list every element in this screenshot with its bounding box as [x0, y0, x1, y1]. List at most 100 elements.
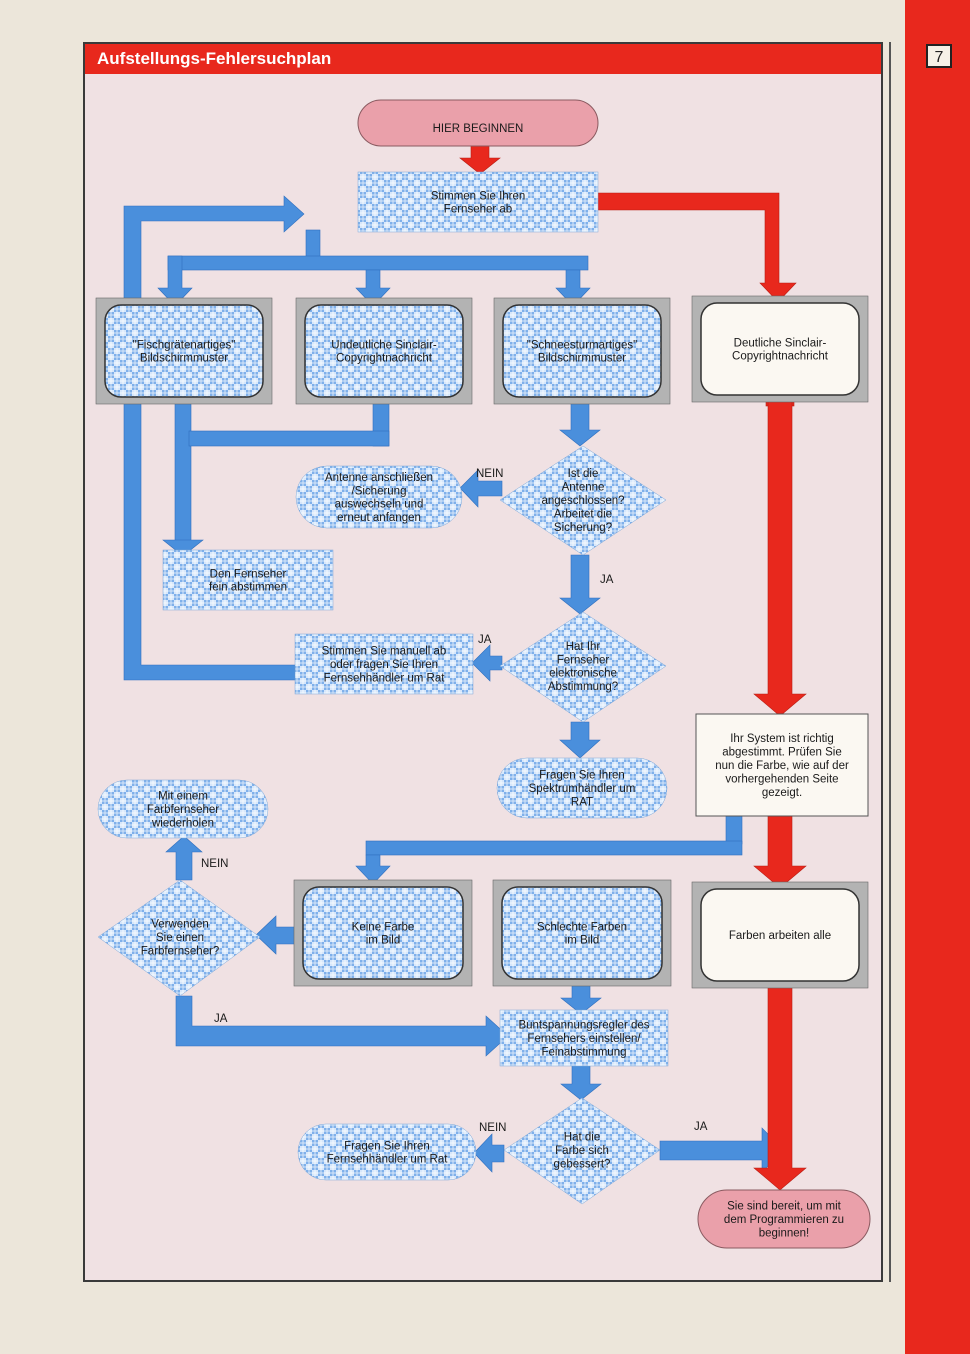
connector-herringbone-down	[174, 401, 192, 543]
flag-nein-improved: NEIN	[479, 1122, 506, 1134]
label-line: Fernseher ab	[444, 204, 512, 216]
label-line: gebessert?	[554, 1158, 611, 1170]
label-line: Farbe sich	[555, 1145, 609, 1157]
frame-rule	[889, 42, 891, 1282]
page-title: Aufstellungs-Fehlersuchplan	[85, 44, 881, 74]
right-edge-bar	[905, 0, 970, 1354]
arrow-color-tv-to-adjust	[175, 995, 509, 1057]
page-number: 7	[926, 44, 952, 68]
label-line: angeschlossen?	[541, 495, 624, 507]
arrow-to-ask-dealer	[473, 1133, 505, 1173]
label-line: Arbeitet die	[554, 508, 612, 520]
label-line: Farben arbeiten alle	[729, 930, 831, 942]
label-snowstorm: "Schneesturmartiges"Bildschirmmuster	[527, 339, 637, 364]
label-line: Stimmen Sie Ihren	[431, 190, 526, 202]
label-line: Copyrightnachricht	[336, 353, 433, 365]
arrow-to-no-color	[355, 854, 391, 885]
node-ready	[697, 1189, 871, 1249]
label-line: fein abstimmen	[209, 582, 287, 594]
connector-system-left	[725, 813, 743, 845]
label-line: Ihr System ist richtig	[730, 733, 834, 745]
arrow-colors-ok-to-ready	[753, 981, 807, 1191]
flag-nein-color-tv: NEIN	[201, 858, 228, 870]
arrow-clear-to-system-ok	[753, 397, 807, 717]
label-line: Antenne	[562, 482, 605, 494]
label-line: Copyrightnachricht	[732, 351, 829, 363]
connector-unclear-join	[188, 430, 390, 447]
node-improved-question	[503, 1097, 661, 1205]
node-color-tv-question	[97, 879, 261, 997]
arrow-to-adjust	[560, 981, 602, 1015]
node-bad-colors	[492, 879, 672, 987]
label-line: Stimmen Sie manuell ab	[322, 646, 447, 658]
arrow-to-connect-antenna	[459, 469, 503, 508]
label-line: wiederholen	[151, 817, 214, 829]
node-fine-tune	[162, 549, 334, 611]
node-unclear-copyright	[295, 297, 473, 405]
arrow-to-snowstorm	[555, 269, 591, 307]
flag-ja-improved: JA	[694, 1121, 708, 1133]
node-ask-dealer	[297, 1123, 477, 1181]
label-line: Sicherung?	[554, 522, 612, 534]
label-start: HIER BEGINNEN	[433, 123, 524, 135]
label-line: Fernsehers einstellen/	[527, 1033, 641, 1045]
arrow-to-color-tv-q	[255, 915, 301, 955]
label-line: Schlechte Farben	[537, 921, 627, 933]
label-line: vorhergehenden Seite	[725, 773, 838, 785]
arrow-system-to-colors-ok	[753, 815, 807, 889]
flag-ja-color-tv: JA	[214, 1013, 228, 1025]
label-line: Antenne anschließen	[325, 472, 433, 484]
label-line: Spektrumhändler um	[529, 783, 636, 795]
arrow-start-to-tune	[459, 145, 501, 175]
arrow-to-herringbone	[157, 255, 193, 307]
label-line: elektronische	[549, 668, 617, 680]
label-line: im Bild	[366, 935, 401, 947]
label-line: beginnen!	[759, 1227, 810, 1239]
label-line: erneut anfangen	[337, 512, 421, 524]
label-line: Farbfernseher	[147, 804, 219, 816]
label-line: Deutliche Sinclair-	[734, 337, 827, 349]
label-line: nun die Farbe, wie auf der	[715, 760, 849, 772]
arrow-to-unclear	[355, 269, 391, 307]
node-ask-spectrum	[496, 757, 668, 819]
label-clear-copyright: Deutliche Sinclair- Copyrightnachricht	[732, 337, 829, 362]
label-line: Abstimmung?	[548, 681, 618, 693]
label-line: gezeigt.	[762, 787, 802, 799]
label-line: Fragen Sie Ihren	[344, 1140, 430, 1152]
arrow-to-improved-q	[560, 1063, 602, 1101]
flag-nein-antenna: NEIN	[476, 468, 503, 480]
node-herringbone	[95, 297, 273, 405]
arrow-to-antenna-q	[559, 401, 601, 447]
flag-ja-electronic: JA	[478, 634, 492, 646]
label-line: Verwenden	[151, 919, 209, 931]
node-no-color	[293, 879, 473, 987]
label-line: /Sicherung	[352, 485, 407, 497]
node-tune	[357, 171, 599, 233]
node-adjust	[499, 1009, 669, 1067]
label-unclear-copyright: Undeutliche Sinclair- Copyrightnachricht	[331, 339, 437, 364]
label-line: Sie einen	[156, 932, 204, 944]
node-manual-tune	[294, 633, 474, 695]
flowchart: HIER BEGINNEN Stimmen Sie IhrenFernseher …	[95, 99, 871, 1249]
node-repeat-color	[97, 779, 269, 839]
connector-tune-down	[305, 229, 321, 259]
label-line: Mit einem	[158, 791, 208, 803]
label-line: Hat die	[564, 1132, 600, 1144]
label-herringbone: "Fischgrätenartiges"Bildschirmmuster	[133, 339, 236, 364]
connector-red-to-clear	[595, 192, 797, 303]
arrow-to-electronic-q	[559, 554, 601, 615]
label-line: Undeutliche Sinclair-	[331, 339, 437, 351]
arrow-to-manual-tune	[471, 644, 503, 682]
label-line: RAT	[571, 796, 593, 808]
